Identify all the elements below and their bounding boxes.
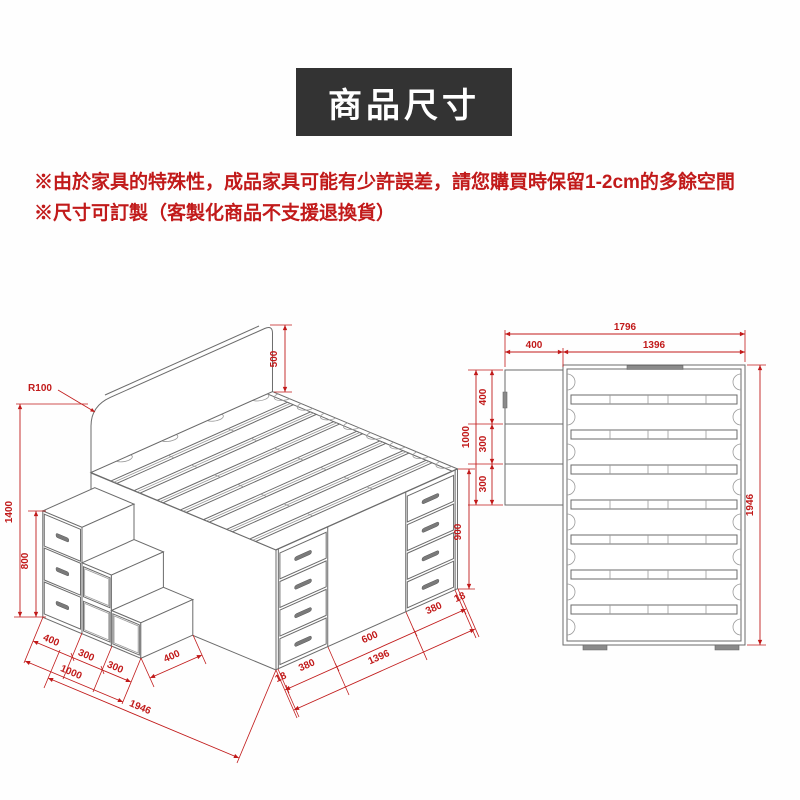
dim-label-platform-height: 900 bbox=[453, 523, 464, 540]
bed-top-slats bbox=[91, 391, 457, 549]
dim-label-headboard-height: 500 bbox=[269, 350, 280, 367]
dim-label-side-unit-width: 400 bbox=[526, 340, 543, 351]
step3-side bbox=[141, 600, 193, 659]
dim-label-overall-length: 1946 bbox=[128, 698, 153, 717]
dim-label-front-edge-left: 18 bbox=[274, 670, 289, 685]
stair-storage-unit bbox=[43, 488, 193, 659]
top-view: 1796 400 1396 1000 400 300 300 bbox=[461, 322, 766, 650]
headboard bbox=[91, 325, 272, 472]
bed-frame-top-view bbox=[563, 365, 745, 650]
dim-label-step-depth: 400 bbox=[162, 648, 182, 665]
dim-label-stair-seg1: 400 bbox=[41, 632, 61, 649]
disclaimer-note-1: ※由於家具的特殊性，成品家具可能有少許誤差，請您購買時保留1-2cm的多餘空間 bbox=[34, 172, 735, 193]
top-view-dimensions: 1796 400 1396 1000 400 300 300 bbox=[461, 322, 766, 645]
dim-label-side-seg2: 300 bbox=[478, 435, 489, 452]
slat-rail bbox=[111, 402, 432, 541]
dim-label-top-overall-width: 1796 bbox=[614, 322, 637, 333]
dim-label-front-center: 600 bbox=[360, 629, 380, 646]
headboard-hatch bbox=[627, 366, 683, 370]
dim-label-stair-total: 1000 bbox=[59, 663, 84, 682]
step2-cubby-face bbox=[82, 563, 111, 646]
side-cabinet-handle bbox=[503, 392, 507, 408]
hand-hole-scallops bbox=[270, 394, 451, 470]
product-dimensions-banner: 商品尺寸 bbox=[296, 68, 512, 136]
bed-foot-left bbox=[583, 645, 607, 650]
slat-bars-top-view bbox=[571, 395, 737, 614]
bed-foot-right bbox=[715, 645, 739, 650]
dim-label-front-width-total: 1396 bbox=[367, 648, 392, 667]
disclaimer-notes: ※由於家具的特殊性，成品家具可能有少許誤差，請您購買時保留1-2cm的多餘空間 … bbox=[34, 167, 774, 229]
dim-label-corner-radius: R100 bbox=[28, 383, 52, 394]
hand-holes-top-view bbox=[567, 374, 741, 635]
dim-label-side-total: 1000 bbox=[461, 425, 472, 448]
dim-label-stair-seg2: 300 bbox=[76, 647, 96, 664]
dim-label-stair-height: 800 bbox=[20, 552, 31, 569]
isometric-view: R100 500 1400 800 900 bbox=[4, 325, 479, 763]
dim-label-top-overall-length: 1946 bbox=[745, 493, 756, 516]
disclaimer-note-2: ※尺寸可訂製（客製化商品不支援退換貨） bbox=[34, 203, 396, 224]
dim-label-stair-seg3: 300 bbox=[105, 659, 125, 676]
technical-drawings-canvas: R100 500 1400 800 900 bbox=[4, 322, 800, 800]
headboard-thickness-edge bbox=[105, 326, 259, 395]
dim-label-overall-height: 1400 bbox=[4, 500, 15, 523]
dim-label-front-edge-right: 18 bbox=[453, 590, 468, 605]
dim-label-side-seg3: 300 bbox=[478, 475, 489, 492]
headboard-panel bbox=[91, 325, 272, 472]
step1-drawer-face bbox=[43, 511, 82, 634]
side-cabinet-top-view bbox=[503, 370, 563, 505]
banner-title: 商品尺寸 bbox=[328, 86, 480, 125]
dim-label-side-seg1: 400 bbox=[478, 388, 489, 405]
dim-label-front-drawer-left: 380 bbox=[297, 657, 317, 674]
dim-label-bed-width: 1396 bbox=[643, 340, 666, 351]
